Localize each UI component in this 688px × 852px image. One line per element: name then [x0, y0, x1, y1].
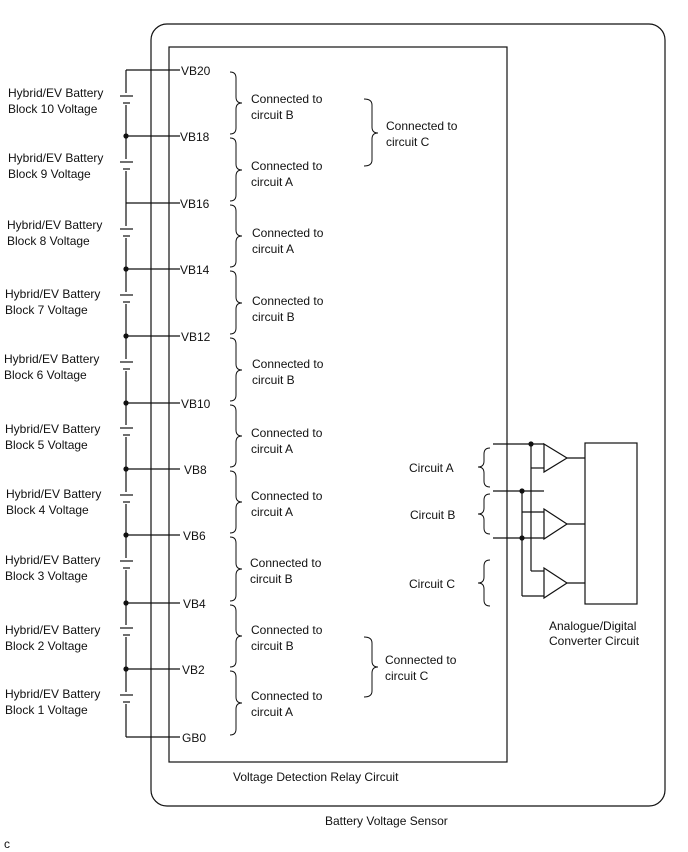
terminal-label-vb6: VB6 [183, 529, 206, 543]
battery-cell-symbols [118, 93, 136, 704]
outer-brace-top [363, 98, 379, 167]
circuit-labels: Circuit A Circuit B Circuit C [409, 461, 455, 591]
adc-label-line1: Analogue/Digital [549, 619, 636, 633]
terminal-braces [229, 71, 243, 736]
battery-cell-8 [118, 226, 136, 238]
terminal-labels: VB20 VB18 VB16 VB14 VB12 VB10 VB8 VB6 VB… [180, 64, 211, 745]
brace-7 [229, 470, 243, 534]
brace-10 [229, 670, 243, 736]
amplifier-b-symbol [543, 507, 569, 541]
brace-8 [229, 536, 243, 602]
terminal-label-vb2: VB2 [182, 663, 205, 677]
brace-6 [229, 404, 243, 468]
battery-cell-3 [118, 558, 136, 570]
brace-3 [229, 204, 243, 268]
circuit-c-label: Circuit C [409, 577, 455, 591]
outer-braces [363, 98, 379, 698]
terminal-label-vb18: VB18 [180, 130, 210, 144]
adc-box [584, 442, 638, 605]
battery-cell-9 [118, 159, 136, 171]
terminal-label-vb16: VB16 [180, 197, 210, 211]
battery-cell-6 [118, 359, 136, 371]
battery-cell-5 [118, 425, 136, 437]
amplifier-wiring [493, 443, 585, 597]
relay-circuit-label: Voltage Detection Relay Circuit [233, 770, 399, 784]
terminal-label-vb20: VB20 [181, 64, 211, 78]
battery-cell-10 [118, 93, 136, 105]
terminal-label-gb0: GB0 [182, 731, 206, 745]
amplifier-junction-dots [519, 441, 534, 541]
outer-brace-bottom [363, 636, 379, 698]
bus-junction-dots [123, 133, 129, 672]
terminal-lines [126, 69, 180, 738]
amplifier-a-symbol [543, 442, 569, 474]
battery-cell-1 [118, 692, 136, 704]
battery-voltage-sensor-box [150, 23, 666, 807]
terminal-label-vb8: VB8 [184, 463, 207, 477]
terminal-label-vb4: VB4 [183, 597, 206, 611]
brace-5 [229, 337, 243, 402]
battery-cell-7 [118, 292, 136, 304]
battery-cell-4 [118, 492, 136, 504]
brace-2 [229, 137, 243, 202]
circuit-b-brace [477, 493, 491, 535]
circuit-c-brace [477, 559, 491, 607]
amplifiers [543, 442, 569, 600]
brace-4 [229, 270, 243, 335]
battery-cell-2 [118, 625, 136, 637]
circuit-braces [477, 447, 491, 607]
adc-label-line2: Converter Circuit [549, 634, 640, 648]
brace-9 [229, 604, 243, 668]
terminal-label-vb14: VB14 [180, 263, 210, 277]
circuit-a-label: Circuit A [409, 461, 454, 475]
terminal-label-vb12: VB12 [181, 330, 211, 344]
brace-1 [229, 71, 243, 135]
terminal-label-vb10: VB10 [181, 397, 211, 411]
circuit-a-brace [477, 447, 491, 488]
figure-code: c [4, 837, 10, 851]
battery-voltage-sensor-label: Battery Voltage Sensor [325, 814, 448, 828]
relay-circuit-box [168, 46, 508, 763]
amplifier-c-symbol [543, 566, 569, 600]
circuit-b-label: Circuit B [410, 508, 455, 522]
